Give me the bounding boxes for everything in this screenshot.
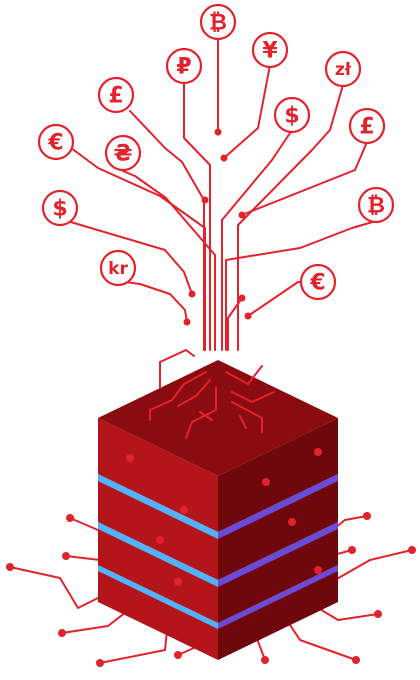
blockchain-cube bbox=[98, 349, 338, 660]
svg-text:£: £ bbox=[108, 84, 123, 109]
bitcoin-icon: ₿ bbox=[357, 186, 395, 224]
svg-text:€: € bbox=[309, 271, 325, 296]
bitcoin-icon: ₿ bbox=[199, 3, 237, 41]
outer-dots bbox=[6, 512, 416, 667]
svg-text:$: $ bbox=[284, 104, 299, 129]
circuit-dots bbox=[183, 128, 252, 326]
hryvnia-icon: ₴ bbox=[104, 134, 142, 172]
euro-icon: € bbox=[299, 263, 337, 301]
svg-text:zł: zł bbox=[335, 60, 352, 80]
pound-icon: £ bbox=[348, 107, 386, 145]
zloty-icon: zł bbox=[324, 50, 362, 88]
euro-icon: € bbox=[37, 123, 75, 161]
svg-text:kr: kr bbox=[108, 259, 128, 279]
svg-text:₴: ₴ bbox=[114, 142, 133, 167]
svg-text:₿: ₿ bbox=[209, 11, 227, 36]
svg-text:£: £ bbox=[359, 115, 374, 140]
block-dots bbox=[126, 448, 322, 586]
yen-icon: ¥ bbox=[251, 31, 289, 69]
svg-text:$: $ bbox=[52, 197, 67, 222]
krona-icon: kr bbox=[99, 249, 137, 287]
dollar-icon: $ bbox=[273, 96, 311, 134]
dollar-icon: $ bbox=[41, 189, 79, 227]
svg-text:¥: ¥ bbox=[262, 39, 278, 64]
svg-text:₿: ₿ bbox=[367, 194, 385, 219]
pound-icon: £ bbox=[97, 76, 135, 114]
svg-text:€: € bbox=[47, 131, 63, 156]
svg-text:₽: ₽ bbox=[176, 55, 191, 80]
ruble-icon: ₽ bbox=[165, 47, 203, 85]
currency-coins: ₿ ₽ ¥ zł £ $ £ € ₴ ₿ $ kr € bbox=[37, 3, 395, 301]
